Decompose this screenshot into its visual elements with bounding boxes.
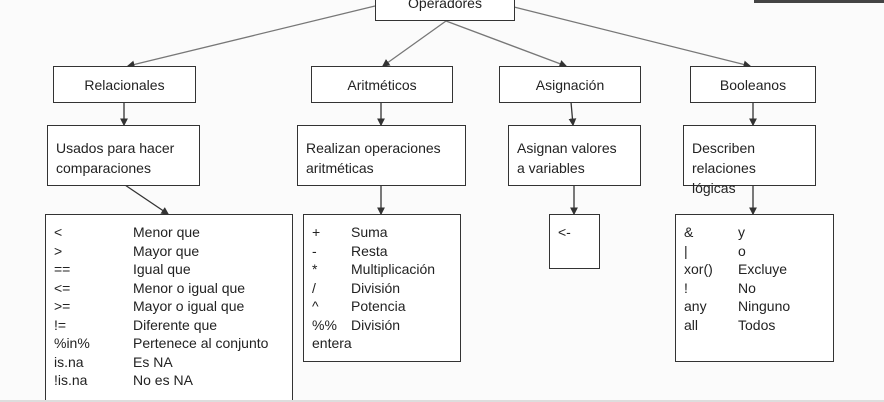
operator-symbol: * [312,261,318,277]
root-node-operadores: Operadores [375,0,515,21]
operator-symbol: <- [558,224,571,240]
operator-symbol: / [312,279,316,296]
node-label: Relacionales [84,76,165,93]
operator-row: < Menor que [54,223,284,242]
operator-row: %% División [312,316,452,335]
operator-row: >= Mayor o igual que [54,297,284,316]
operator-row: - Resta [312,242,452,261]
operator-symbol: == [54,261,71,277]
desc-text: Usados para hacer comparaciones [56,140,175,176]
video-overlay-strip [754,0,884,3]
operator-symbol: !is.na [54,372,88,388]
operator-row: + Suma [312,223,452,242]
operator-symbol: & [684,224,694,240]
operator-row: / División [312,279,452,298]
operator-symbol: > [54,242,63,259]
desc-asignacion: Asignan valores a variables [508,125,641,186]
node-asignacion: Asignación [499,66,641,103]
operator-meaning: No [738,279,756,296]
operator-symbol: %% [312,316,337,333]
operator-symbol: %in% [54,335,90,351]
operator-row: any Ninguno [684,297,825,316]
operator-row: |o [684,242,825,261]
operator-meaning: Multiplicación [351,261,436,277]
node-booleanos: Booleanos [690,66,816,103]
operator-row: %in% Pertenece al conjunto [54,334,284,353]
desc-aritmeticos: Realizan operaciones aritméticas [297,125,466,186]
operator-symbol: ^ [312,298,319,314]
node-aritmeticos: Aritméticos [311,66,453,103]
operator-symbol: xor() [684,261,713,277]
operator-symbol: ! [684,279,688,296]
operator-meaning: Diferente que [133,316,218,333]
desc-text: Realizan operaciones aritméticas [306,140,441,176]
node-label: Booleanos [719,76,787,93]
operator-symbol: - [312,242,317,259]
operator-meaning: y [738,224,745,240]
operator-meaning: Mayor que [133,242,200,259]
operator-meaning: Excluye [738,261,788,277]
operator-row: ! No [684,279,825,298]
operator-row: <- [558,223,591,242]
operator-symbol: + [312,224,321,240]
operator-row: ^ Potencia [312,297,452,316]
operator-symbol: is.na [54,353,84,370]
operator-meaning: Todos [738,316,776,333]
operator-meaning: Menor o igual que [133,279,246,296]
operator-row: <= Menor o igual que [54,279,284,298]
operator-row: &y [684,223,825,242]
operator-symbol: < [54,224,63,240]
operator-symbol: | [684,242,688,259]
root-label: Operadores [408,0,482,11]
operator-meaning: No es NA [133,372,193,388]
operator-row: > Mayor que [54,242,284,261]
operator-symbol: != [54,316,67,333]
bottom-edge [0,400,884,402]
operator-symbol: >= [54,298,71,314]
operator-meaning: Resta [351,242,388,259]
node-label: Asignación [535,76,605,93]
operator-symbol: all [684,316,699,333]
desc-text: Asignan valores a variables [517,140,617,176]
operator-meaning: Es NA [133,353,173,370]
operator-meaning: Potencia [351,298,406,314]
operator-meaning-continued: entera [312,335,352,351]
list-asignacion: <- [549,214,600,269]
node-label: Aritméticos [347,76,417,93]
node-relacionales: Relacionales [53,66,196,103]
operator-meaning: Igual que [133,261,191,277]
operator-meaning: o [738,242,746,259]
operator-row: * Multiplicación [312,260,452,279]
operator-meaning: Mayor o igual que [133,298,245,314]
operator-symbol: <= [54,279,71,296]
operator-meaning: División [351,316,401,333]
operator-row: == Igual que [54,260,284,279]
desc-booleanos: Describen relaciones lógicas [683,125,816,196]
list-aritmeticos: + Suma - Resta * Multiplicación / División ^ Pote… [303,214,461,362]
operator-symbol: any [684,298,707,314]
list-relacionales: < Menor que > Mayor que == Igual que <= Menor o… [45,214,293,401]
operator-row: is.na Es NA [54,353,284,372]
operator-meaning: Ninguno [738,298,791,314]
operator-meaning: Pertenece al conjunto [133,335,269,351]
desc-relacionales: Usados para hacer comparaciones [47,125,200,186]
operator-row: all Todos [684,316,825,335]
operator-row: xor() Excluye [684,260,825,279]
operator-row: !is.na No es NA [54,371,284,390]
operator-meaning: Menor que [133,224,200,240]
desc-text: Describen relaciones lógicas [692,140,756,196]
operator-meaning: División [351,279,401,296]
operator-meaning: Suma [351,224,388,240]
operator-row: != Diferente que [54,316,284,335]
